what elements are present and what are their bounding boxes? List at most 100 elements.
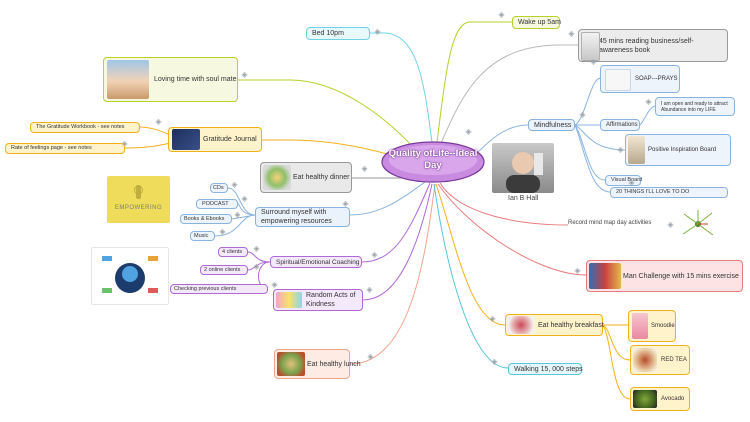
topic-pin-icon: ◈ bbox=[645, 97, 652, 106]
topic-visual-board[interactable]: Visual Board bbox=[605, 175, 643, 186]
topic-inspiration-board-label: Positive Inspiration Board bbox=[648, 146, 717, 153]
topic-podcast-label: PODCAST bbox=[202, 200, 229, 207]
topic-rate-feelings[interactable]: Rate of feelings page - see notes bbox=[5, 143, 125, 154]
topic-books[interactable]: Books & Ebooks bbox=[180, 214, 232, 224]
topic-4-clients[interactable]: 4 clients bbox=[218, 247, 248, 257]
topic-pin-icon: ◈ bbox=[121, 139, 128, 148]
topic-pin-icon: ◈ bbox=[590, 57, 597, 66]
topic-pin-icon: ◈ bbox=[361, 164, 368, 173]
topic-breakfast-label: Eat healthy breakfast bbox=[538, 321, 604, 329]
topic-pin-icon: ◈ bbox=[241, 194, 248, 203]
journal-cover-image bbox=[172, 129, 200, 150]
topic-soap-label: SOAP---PRAYS bbox=[635, 75, 678, 82]
mind-map-thumbnail-icon bbox=[682, 210, 714, 236]
topic-visual-board-label: Visual Board bbox=[611, 177, 643, 183]
topic-rate-feelings-label: Rate of feelings page - see notes bbox=[11, 145, 92, 151]
breakfast-image bbox=[508, 316, 534, 334]
topic-prev-clients[interactable]: Checking previous clients bbox=[170, 284, 268, 294]
empowering-emblem-icon bbox=[134, 185, 143, 199]
topic-mindfulness[interactable]: Mindfulness bbox=[528, 119, 575, 131]
topic-avocado-label: Avocado bbox=[661, 395, 685, 402]
topic-smoothie-label: Smoodie bbox=[651, 322, 675, 329]
topic-pin-icon: ◈ bbox=[253, 262, 260, 271]
topic-wake-label: Wake up 5am bbox=[518, 19, 561, 26]
topic-pin-icon: ◈ bbox=[489, 314, 496, 323]
topic-podcast[interactable]: PODCAST bbox=[196, 199, 238, 209]
topic-cds[interactable]: CDs bbox=[210, 183, 228, 193]
topic-4-clients-label: 4 clients bbox=[222, 248, 243, 255]
couple-photo-image bbox=[107, 60, 149, 99]
prayer-card-image bbox=[605, 69, 631, 91]
topic-walking-label: Walking 15, 000 steps bbox=[514, 365, 583, 373]
topic-pin-icon: ◈ bbox=[342, 199, 349, 208]
topic-online-clients[interactable]: 2 online clients bbox=[200, 265, 248, 275]
exercise-group-image bbox=[589, 263, 621, 289]
topic-pin-icon: ◈ bbox=[234, 210, 241, 219]
topic-affirmations[interactable]: Affirmations bbox=[600, 119, 640, 131]
topic-lunch-label: Eat healthy lunch bbox=[307, 360, 361, 368]
photo-caption: Ian B Hall bbox=[508, 195, 539, 202]
topic-pin-icon: ◈ bbox=[574, 266, 581, 275]
topic-prev-clients-label: Checking previous clients bbox=[174, 285, 237, 292]
brain-head-icon bbox=[102, 256, 158, 293]
topic-reading-label: 45 mins reading business/self-awareness … bbox=[599, 37, 694, 54]
topic-gratitude-workbook-label: The Gratitude Workbook - see notes bbox=[36, 124, 125, 130]
topic-things-love-label: 20 THINGS I'LL LOVE TO DO bbox=[616, 189, 690, 195]
central-topic[interactable]: Quality ofLife--Ideal Day bbox=[381, 141, 485, 183]
central-topic-shape bbox=[381, 141, 485, 183]
topic-pin-icon: ◈ bbox=[155, 117, 162, 126]
topic-kindness-label: Random Acts of Kindness bbox=[306, 292, 356, 308]
topic-books-label: Books & Ebooks bbox=[184, 215, 225, 222]
topic-pin-icon: ◈ bbox=[367, 352, 374, 361]
topic-music-label: Music bbox=[194, 232, 209, 239]
topic-online-clients-label: 2 online clients bbox=[204, 266, 241, 273]
topic-affirmations-label: Affirmations bbox=[606, 121, 638, 128]
topic-affirmation-text-label: I am open and ready to attract Abundance… bbox=[661, 100, 728, 113]
topic-affirmation-text[interactable]: I am open and ready to attract Abundance… bbox=[655, 97, 735, 116]
red-tea-image bbox=[633, 348, 657, 372]
person-icon bbox=[506, 152, 543, 193]
topic-surround[interactable]: Surround myself with empowering resource… bbox=[255, 207, 350, 227]
topic-pin-icon: ◈ bbox=[366, 285, 373, 294]
topic-mindfulness-label: Mindfulness bbox=[534, 121, 572, 129]
book-cover-image bbox=[581, 32, 600, 61]
inspiration-board-image bbox=[628, 136, 645, 164]
topic-pin-icon: ◈ bbox=[628, 178, 635, 187]
topic-pin-icon: ◈ bbox=[465, 127, 472, 136]
topic-music[interactable]: Music bbox=[190, 231, 215, 241]
topic-pin-icon: ◈ bbox=[374, 27, 381, 36]
topic-pin-icon: ◈ bbox=[271, 280, 278, 289]
topic-red-tea-label: RED TEA bbox=[661, 356, 687, 363]
topic-wake[interactable]: Wake up 5am bbox=[512, 16, 561, 29]
brain-coaching-image bbox=[91, 247, 169, 305]
topic-man-challenge-label: Man Challenge with 15 mins exercise bbox=[623, 272, 739, 280]
topic-pin-icon: ◈ bbox=[579, 110, 586, 119]
topic-pin-icon: ◈ bbox=[253, 244, 260, 253]
topic-bed-label: Bed 10pm bbox=[312, 30, 344, 37]
topic-coaching[interactable]: Spiritual/Emotional Coaching bbox=[270, 256, 362, 268]
empowering-logo-text: EMPOWERING bbox=[114, 205, 163, 211]
kindness-image bbox=[276, 292, 302, 308]
topic-pin-icon: ◈ bbox=[568, 29, 575, 38]
topic-coaching-label: Spiritual/Emotional Coaching bbox=[276, 258, 360, 266]
topic-bed[interactable]: Bed 10pm bbox=[306, 27, 370, 40]
topic-surround-label: Surround myself with empowering resource… bbox=[261, 209, 332, 225]
central-topic-label: Quality ofLife--Ideal Day bbox=[388, 148, 478, 171]
topic-dinner-label: Eat healthy dinner bbox=[293, 174, 350, 181]
smoothie-image bbox=[632, 313, 648, 339]
topic-gratitude-journal-label: Gratitude Journal bbox=[203, 136, 257, 143]
dinner-image bbox=[263, 165, 291, 190]
topic-pin-icon: ◈ bbox=[371, 250, 378, 259]
topic-pin-icon: ◈ bbox=[231, 180, 238, 189]
empowering-logo-image: EMPOWERING bbox=[107, 176, 170, 223]
topic-pin-icon: ◈ bbox=[617, 145, 624, 154]
topic-mind-map[interactable]: Record mind map day activities bbox=[568, 220, 652, 226]
topic-reading[interactable]: 45 mins reading business/self-awareness … bbox=[578, 29, 728, 62]
topic-gratitude-workbook[interactable]: The Gratitude Workbook - see notes bbox=[30, 122, 140, 133]
topic-soul-mate-label: Loving time with soul mate bbox=[154, 76, 237, 83]
mind-map-thumbnail-image bbox=[680, 208, 716, 240]
topic-walking[interactable]: Walking 15, 000 steps bbox=[508, 363, 583, 375]
topic-pin-icon: ◈ bbox=[498, 10, 505, 19]
topic-things-love[interactable]: 20 THINGS I'LL LOVE TO DO bbox=[610, 187, 728, 198]
